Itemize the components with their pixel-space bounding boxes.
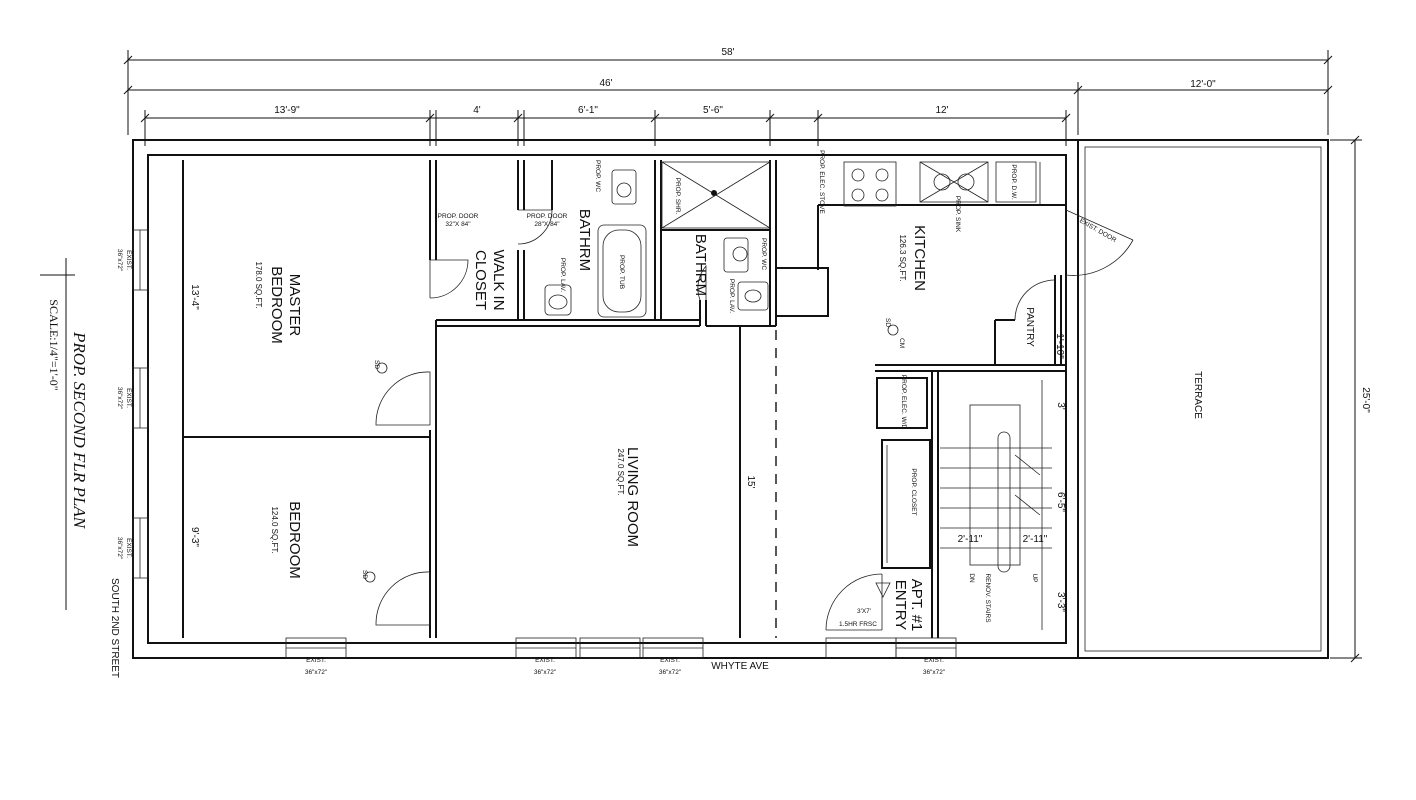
window-size-4: 36"x72" <box>923 669 946 676</box>
plan-scale: SCALE:1/4"=1'-0" <box>47 299 61 390</box>
dim-bath1-width: 6'-1" <box>578 105 598 116</box>
dim-stair-w2: 2'-11" <box>1023 534 1048 545</box>
pantry-name: PANTRY <box>1024 307 1035 347</box>
exist-label-7: EXIST. <box>125 538 132 558</box>
dim-stair-b: 6'-5" <box>1055 492 1066 512</box>
exist-label-1: EXIST. <box>306 657 326 664</box>
cm-label-3: CM <box>898 338 905 348</box>
dim-kitchen-width: 12' <box>935 105 948 116</box>
prop-elec-wh-label: PROP. ELEC. W/D <box>900 375 907 430</box>
dim-stair-a: 3' <box>1055 402 1066 410</box>
prop-closet-label: PROP. CLOSET <box>910 468 917 515</box>
living-name: LIVING ROOM <box>624 447 641 547</box>
bath2-name: BATHRM <box>692 234 709 296</box>
window-size-7: 36"x72" <box>116 537 123 560</box>
dim-living-depth: 15' <box>745 475 756 488</box>
master-name2: BEDROOM <box>268 266 285 344</box>
right-dimension: 25'-0" <box>1330 135 1371 663</box>
exist-label-4: EXIST. <box>924 657 944 664</box>
sd-label-1: SD <box>373 360 380 369</box>
top-dimensions: 58' 46' 12'-0" 13'-9" 4' 6'-1" 5'-6" 12' <box>123 47 1333 146</box>
dn-label: DN <box>968 573 975 583</box>
prop-stove-label: PROP. ELEC. STOVE <box>818 150 825 214</box>
exist-label-3: EXIST. <box>660 657 680 664</box>
sd-label-2: SD <box>361 570 368 579</box>
closet-name2: CLOSET <box>472 250 489 310</box>
entry-name2: ENTRY <box>892 580 909 631</box>
bedroom-name: BEDROOM <box>286 501 303 579</box>
interior-walls <box>182 160 1066 638</box>
street-side: SOUTH 2ND STREET <box>109 578 120 678</box>
dim-stair-c: 3'-3" <box>1055 592 1066 612</box>
prop-tub-label: PROP. TUB <box>618 255 625 289</box>
sd-label-3: SD <box>884 318 891 327</box>
master-name1: MASTER <box>286 274 303 337</box>
terrace-name: TERRACE <box>1192 371 1203 419</box>
prop-wc-label-2: PROP. WC <box>760 238 767 270</box>
dim-master-depth: 13'-4" <box>189 284 200 310</box>
window-size-1: 36"x72" <box>305 669 328 676</box>
title-block: PROP. SECOND FLR PLAN SCALE:1/4"=1'-0" <box>40 258 89 610</box>
closet-name1: WALK IN <box>490 249 507 310</box>
dim-master-width: 13'-9" <box>274 105 300 116</box>
renov-stairs-label: RENOV. STAIRS <box>984 573 991 623</box>
prop-dw-label: PROP. D.W. <box>1010 164 1017 199</box>
fixtures <box>364 161 1052 630</box>
kitchen-name: KITCHEN <box>911 225 928 291</box>
annotations: PROP. DOOR 32"X 84" PROP. DOOR 28"X 84" … <box>116 150 1118 676</box>
up-label: UP <box>1031 573 1038 582</box>
exist-label-6: EXIST. <box>125 388 132 408</box>
fire-door-rating: 1.5HR FRSC <box>839 621 877 628</box>
dim-main: 46' <box>599 78 612 89</box>
street-front: WHYTE AVE <box>711 661 769 672</box>
window-size-5: 36"x72" <box>116 249 123 272</box>
exist-label-5: EXIST. <box>125 250 132 270</box>
bath1-name: BATHRM <box>576 209 593 271</box>
exterior-walls <box>132 139 1329 659</box>
kitchen-area: 126.3 SQ.FT. <box>898 234 907 281</box>
dim-bedroom-depth: 9'-3" <box>189 527 200 547</box>
prop-shower-label: PROP. SHR. <box>674 178 681 215</box>
dim-overall: 58' <box>721 47 734 58</box>
living-area: 247.0 SQ.FT. <box>616 448 625 495</box>
prop-sink-label: PROP. SINK <box>954 196 961 233</box>
plan-title: PROP. SECOND FLR PLAN <box>70 331 89 530</box>
exist-label-2: EXIST. <box>535 657 555 664</box>
window-size-6: 36"x72" <box>116 387 123 410</box>
windows <box>132 229 957 659</box>
room-labels: MASTER BEDROOM 178.0 SQ.FT. BEDROOM 124.… <box>254 209 1203 631</box>
bedroom-area: 124.0 SQ.FT. <box>270 506 279 553</box>
dim-depth: 25'-0" <box>1360 387 1371 413</box>
bath1-door-label: PROP. DOOR <box>527 213 568 220</box>
closet-door-label: PROP. DOOR <box>438 213 479 220</box>
dim-pantry-depth: 1'-10" <box>1054 333 1065 359</box>
entry-name1: APT. #1 <box>908 579 925 632</box>
dim-bath2-width: 5'-6" <box>703 105 723 116</box>
master-area: 178.0 SQ.FT. <box>254 261 263 308</box>
prop-wc-label-1: PROP. WC <box>594 160 601 192</box>
prop-lav-label-1: PROP. LAV. <box>559 258 566 292</box>
dim-stair-w1: 2'-11" <box>958 534 983 545</box>
doors <box>375 209 1134 631</box>
dim-closet-width: 4' <box>473 105 481 116</box>
bath1-door-size: 28"X 84" <box>534 221 560 228</box>
interior-dimensions: 13'-4" 9'-3" 15' 1'-10" 3' 6'-5" 3'-3" 2… <box>189 284 1066 612</box>
fire-door-size: 3'X7' <box>857 608 871 615</box>
prop-lav-label-2: PROP. LAV. <box>728 279 735 313</box>
dim-terrace-width: 12'-0" <box>1190 79 1216 90</box>
closet-door-size: 32"X 84" <box>445 221 471 228</box>
window-size-2: 36"x72" <box>534 669 557 676</box>
window-size-3: 36"x72" <box>659 669 682 676</box>
